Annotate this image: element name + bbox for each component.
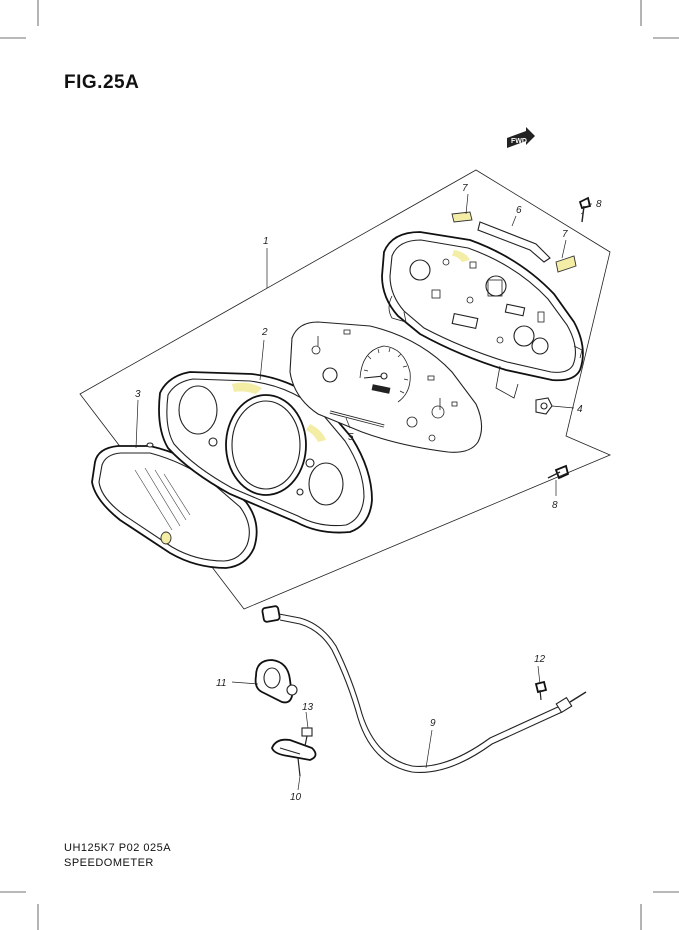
callout-9: 9 bbox=[430, 718, 436, 729]
clamp-bolt-icon bbox=[301, 727, 313, 747]
screw-upper-icon bbox=[578, 196, 592, 223]
callout-7-right: 7 bbox=[562, 229, 568, 240]
callout-4: 4 bbox=[577, 404, 583, 415]
cable-screw-icon bbox=[534, 680, 548, 701]
grommet-icon bbox=[535, 397, 553, 415]
callout-13: 13 bbox=[302, 702, 314, 713]
callout-12: 12 bbox=[534, 654, 546, 665]
callout-8-lower: 8 bbox=[552, 500, 558, 511]
callout-5: 5 bbox=[348, 432, 354, 443]
light-guide-strip bbox=[477, 221, 551, 263]
dial-face bbox=[289, 321, 483, 453]
cable-guide-clamp bbox=[254, 659, 298, 704]
callout-10: 10 bbox=[290, 792, 302, 803]
fwd-label: FWD bbox=[511, 138, 527, 145]
rubber-pad-upper bbox=[451, 211, 473, 223]
screw-lower-icon bbox=[547, 464, 570, 480]
assembly-outline bbox=[79, 169, 612, 610]
callout-3: 3 bbox=[135, 389, 141, 400]
model-code: UH125K7 P02 025A bbox=[64, 842, 172, 854]
rubber-pad-right bbox=[555, 255, 577, 273]
callout-8-upper: 8 bbox=[596, 199, 602, 210]
speedometer-cable bbox=[261, 605, 587, 773]
figure-title: FIG.25A bbox=[64, 72, 140, 93]
meter-housing bbox=[381, 231, 584, 399]
leader-lines bbox=[135, 193, 592, 791]
indicator-light-rod bbox=[329, 410, 385, 428]
callout-11: 11 bbox=[216, 678, 226, 689]
cable-clamp bbox=[271, 738, 317, 777]
callout-6: 6 bbox=[516, 205, 522, 216]
callout-1: 1 bbox=[263, 236, 269, 247]
callout-7-upper: 7 bbox=[462, 183, 468, 194]
section-name: SPEEDOMETER bbox=[64, 857, 154, 869]
callout-2: 2 bbox=[261, 327, 268, 338]
fwd-arrow-icon: FWD bbox=[507, 127, 535, 148]
